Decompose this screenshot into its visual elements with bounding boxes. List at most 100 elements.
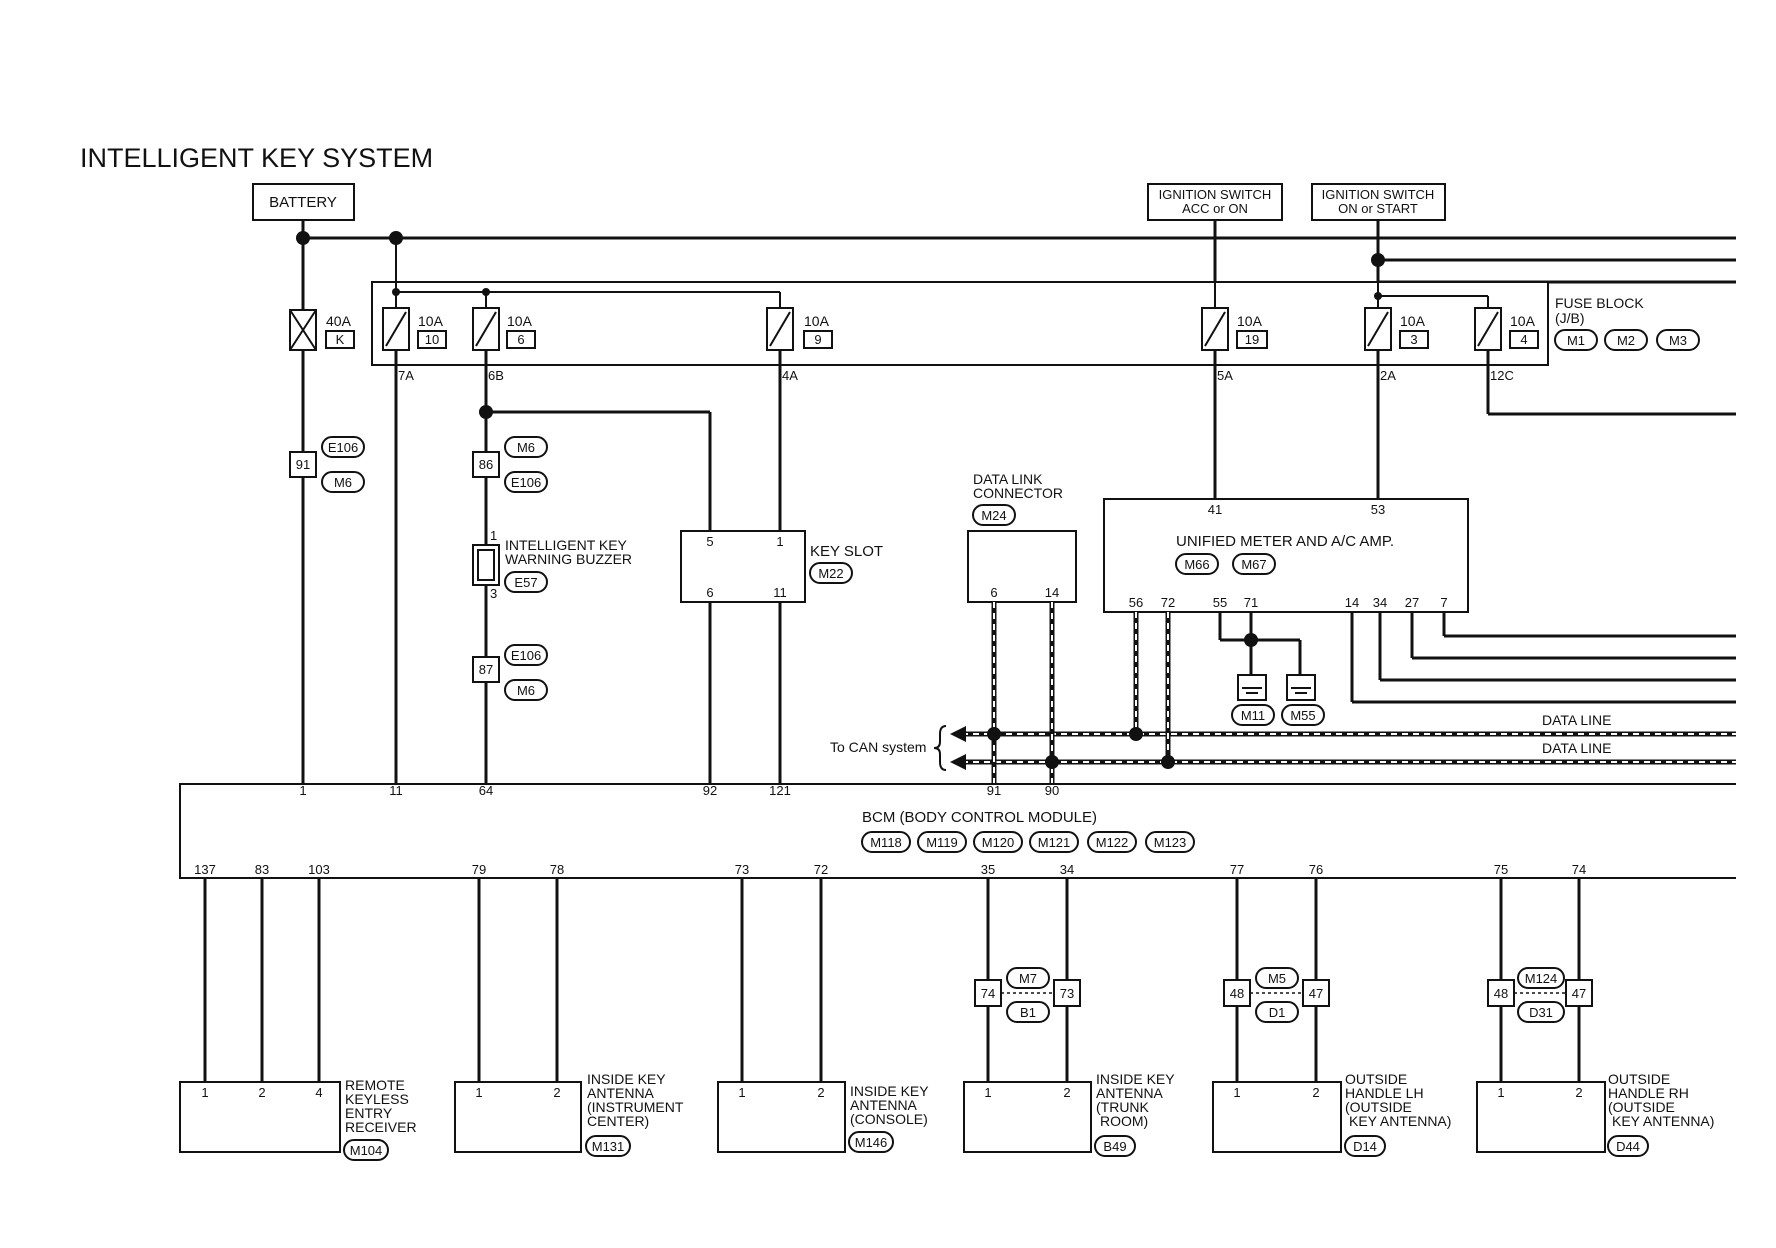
svg-text:64: 64 — [479, 783, 493, 798]
svg-text:E106: E106 — [511, 475, 541, 490]
svg-text:91: 91 — [987, 783, 1001, 798]
svg-text:7A: 7A — [398, 368, 414, 383]
joint-connector-86: 86 M6 E106 — [472, 436, 548, 493]
meter-output-wires — [1218, 612, 1736, 704]
inside-key-antenna-console: 1 2 INSIDE KEY ANTENNA (CONSOLE) M146 — [717, 1081, 929, 1153]
svg-text:M124: M124 — [1525, 971, 1558, 986]
ign-on-label-1: IGNITION SWITCH — [1322, 187, 1435, 202]
svg-text:14: 14 — [1345, 595, 1359, 610]
svg-text:M66: M66 — [1184, 557, 1209, 572]
fuse-40a-k: 40A K — [289, 238, 355, 351]
svg-text:75: 75 — [1494, 862, 1508, 877]
svg-text:2: 2 — [1063, 1085, 1070, 1100]
battery-label: BATTERY — [269, 194, 337, 211]
svg-text:74: 74 — [1572, 862, 1586, 877]
svg-text:M5: M5 — [1268, 971, 1286, 986]
svg-text:121: 121 — [769, 783, 791, 798]
svg-text:1: 1 — [738, 1085, 745, 1100]
bcm-output-wires — [203, 878, 1581, 1082]
svg-text:ANTENNA: ANTENNA — [850, 1097, 918, 1113]
svg-text:2: 2 — [258, 1085, 265, 1100]
svg-text:2: 2 — [817, 1085, 824, 1100]
svg-text:48: 48 — [1230, 986, 1244, 1001]
svg-text:M6: M6 — [334, 475, 352, 490]
svg-text:6: 6 — [517, 332, 524, 347]
inside-key-antenna-instrument-center: 1 2 INSIDE KEY ANTENNA (INSTRUMENT CENTE… — [454, 1071, 684, 1157]
can-data-lines: To CAN system DATA LINE DATA LINE — [830, 602, 1736, 784]
svg-text:INSIDE KEY: INSIDE KEY — [587, 1071, 666, 1087]
power-bus — [296, 220, 1736, 284]
svg-text:27: 27 — [1405, 595, 1419, 610]
svg-text:90: 90 — [1045, 783, 1059, 798]
key-slot-label: KEY SLOT — [810, 543, 883, 560]
svg-text:M67: M67 — [1241, 557, 1266, 572]
svg-text:2: 2 — [553, 1085, 560, 1100]
svg-text:ROOM): ROOM) — [1100, 1113, 1148, 1129]
joint-connector-91: 91 E106 M6 — [289, 436, 365, 493]
svg-text:DATA LINK: DATA LINK — [973, 471, 1043, 487]
svg-text:M6: M6 — [517, 440, 535, 455]
svg-text:34: 34 — [1060, 862, 1074, 877]
svg-text:(TRUNK: (TRUNK — [1096, 1099, 1150, 1115]
fuse-block-connector-m2: M2 — [1604, 329, 1648, 351]
svg-text:KEYLESS: KEYLESS — [345, 1091, 409, 1107]
svg-text:D14: D14 — [1353, 1139, 1377, 1154]
svg-text:3: 3 — [1410, 332, 1417, 347]
svg-text:6B: 6B — [488, 368, 504, 383]
svg-text:91: 91 — [296, 457, 310, 472]
to-can-system-label: To CAN system — [830, 739, 926, 755]
inside-key-antenna-trunk-room: 1 2 INSIDE KEY ANTENNA (TRUNK ROOM) B49 — [963, 1071, 1175, 1157]
svg-text:11: 11 — [773, 585, 787, 600]
outside-handle-lh: 1 2 OUTSIDE HANDLE LH (OUTSIDE KEY ANTEN… — [1212, 1071, 1451, 1157]
svg-text:D44: D44 — [1616, 1139, 1640, 1154]
fuse-block-label-1: FUSE BLOCK — [1555, 295, 1644, 311]
ground-m11: M11 — [1231, 674, 1275, 726]
svg-text:OUTSIDE: OUTSIDE — [1608, 1071, 1670, 1087]
svg-text:35: 35 — [981, 862, 995, 877]
intelligent-key-warning-buzzer: 1 3 INTELLIGENT KEY WARNING BUZZER E57 — [472, 528, 632, 601]
svg-text:ENTRY: ENTRY — [345, 1105, 393, 1121]
meter-label: UNIFIED METER AND A/C AMP. — [1176, 533, 1394, 550]
svg-text:74: 74 — [981, 986, 995, 1001]
diagram-title: INTELLIGENT KEY SYSTEM — [80, 143, 433, 173]
fuse-output-wires — [301, 350, 1736, 784]
fuse-10a-4: 10A 4 12C — [1474, 307, 1539, 383]
svg-text:73: 73 — [1060, 986, 1074, 1001]
svg-text:M11: M11 — [1241, 708, 1265, 723]
battery-source: BATTERY — [252, 183, 355, 221]
ign-acc-label-1: IGNITION SWITCH — [1159, 187, 1272, 202]
svg-text:10A: 10A — [1237, 313, 1263, 329]
bcm-label: BCM (BODY CONTROL MODULE) — [862, 809, 1097, 826]
data-line-label-2: DATA LINE — [1542, 740, 1612, 756]
svg-text:103: 103 — [308, 862, 330, 877]
svg-text:41: 41 — [1208, 502, 1222, 517]
svg-text:KEY ANTENNA): KEY ANTENNA) — [1349, 1113, 1451, 1129]
svg-text:9: 9 — [814, 332, 821, 347]
svg-text:47: 47 — [1572, 986, 1586, 1001]
svg-text:RECEIVER: RECEIVER — [345, 1119, 417, 1135]
svg-text:56: 56 — [1129, 595, 1143, 610]
svg-text:(CONSOLE): (CONSOLE) — [850, 1111, 928, 1127]
svg-text:10A: 10A — [418, 313, 444, 329]
svg-text:3: 3 — [490, 586, 497, 601]
svg-text:1: 1 — [984, 1085, 991, 1100]
svg-text:M6: M6 — [517, 683, 535, 698]
svg-text:OUTSIDE: OUTSIDE — [1345, 1071, 1407, 1087]
fuse-block-connector-m3: M3 — [1656, 329, 1700, 351]
harness-connector-m5-d1: 48 47 M5 D1 — [1223, 967, 1330, 1023]
data-link-connector: DATA LINK CONNECTOR M24 6 14 — [967, 471, 1077, 603]
svg-text:1: 1 — [1233, 1085, 1240, 1100]
svg-text:40A: 40A — [326, 313, 352, 329]
svg-text:19: 19 — [1245, 332, 1259, 347]
svg-text:2: 2 — [1312, 1085, 1319, 1100]
harness-connector-m7-b1: 74 73 M7 B1 — [974, 967, 1081, 1023]
svg-text:77: 77 — [1230, 862, 1244, 877]
svg-text:B49: B49 — [1103, 1139, 1126, 1154]
svg-text:5: 5 — [706, 534, 713, 549]
svg-text:6: 6 — [706, 585, 713, 600]
fuse-10a-9: 10A 9 4A — [766, 307, 833, 383]
svg-text:INSIDE KEY: INSIDE KEY — [850, 1083, 929, 1099]
svg-text:72: 72 — [814, 862, 828, 877]
svg-text:M120: M120 — [982, 835, 1015, 850]
